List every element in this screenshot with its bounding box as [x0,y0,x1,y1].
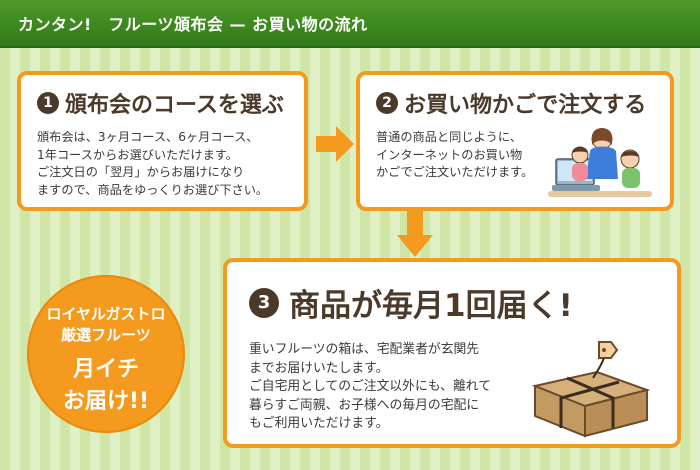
badge-line-4: お届け!! [62,389,150,414]
badge-line-2: 厳選フルーツ [61,326,151,344]
header-bar: カンタン! フルーツ頒布会 — お買い物の流れ [0,0,700,48]
promo-badge: ロイヤルガストロ 厳選フルーツ 月イチ お届け!! [27,275,185,433]
step-2-heading: 2 お買い物かごで注文する [376,87,654,119]
step-1-title: 頒布会のコースを選ぶ [65,93,284,118]
step-3-description: 重いフルーツの箱は、宅配業者が玄関先 までお届けいたします。 ご自宅用としてのご… [249,342,491,432]
step-3-card: 3 商品が毎月1回届く! 重いフルーツの箱は、宅配業者が玄関先 までお届けいたし… [223,258,681,448]
badge-line-1: ロイヤルガストロ [46,305,166,323]
family-computer-illustration [548,128,652,197]
step-1-number: 1 [37,92,59,114]
step-3-number: 3 [249,287,279,318]
step-2-description: 普通の商品と同じように、 インターネットのお買い物 かごでご注文いただけます。 [376,130,534,180]
step-1-heading: 1 頒布会のコースを選ぶ [37,87,288,119]
step-2-number: 2 [376,92,398,114]
step-1-description: 頒布会は、3ヶ月コース、6ヶ月コース、 1年コースからお選びいただけます。 ご注… [37,130,269,198]
step-3-heading: 3 商品が毎月1回届く! [249,280,655,325]
badge-line-3: 月イチ [72,357,139,382]
step-2-title: お買い物かごで注文する [404,93,647,118]
arrow-right-icon [316,126,354,162]
arrow-down-icon [397,211,433,257]
parcel-icon [531,341,651,438]
page-title: カンタン! フルーツ頒布会 — お買い物の流れ [18,15,368,34]
step-1-card: 1 頒布会のコースを選ぶ 頒布会は、3ヶ月コース、6ヶ月コース、 1年コースから… [17,71,308,211]
step-3-title: 商品が毎月1回届く! [289,288,573,324]
step-2-card: 2 お買い物かごで注文する 普通の商品と同じように、 インターネットのお買い物 … [356,71,674,211]
